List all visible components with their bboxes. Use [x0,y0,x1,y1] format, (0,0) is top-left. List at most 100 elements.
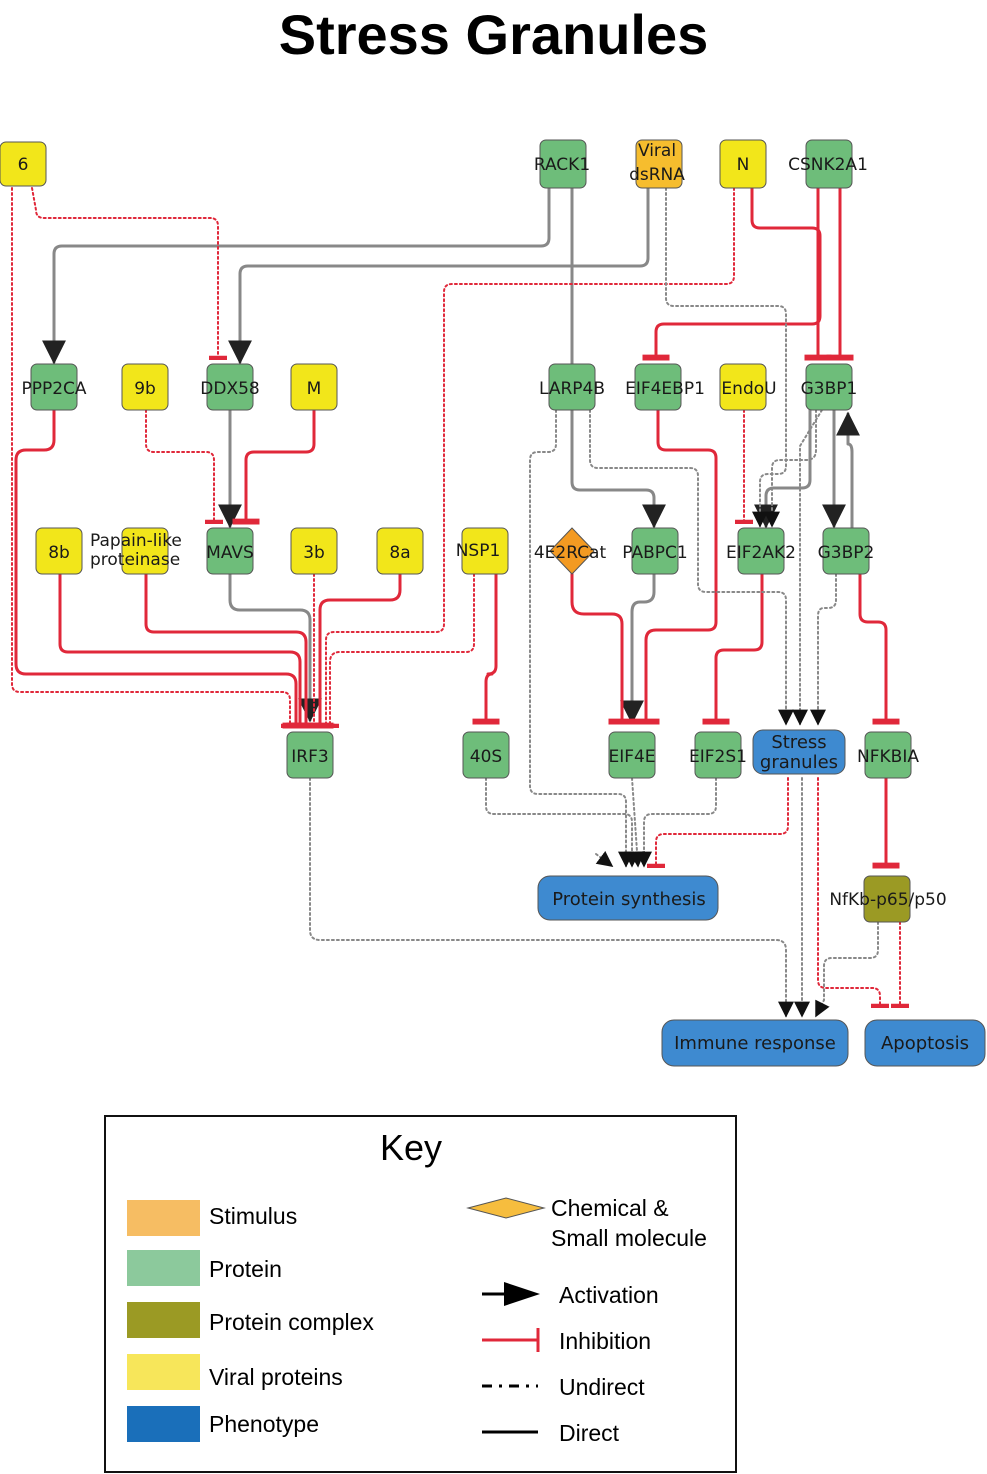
edge-g3bp1-eif2ak2 [754,408,812,529]
label-eif4e: EIF4E [608,747,655,767]
legend-label-chemical-1: Chemical & [551,1195,669,1221]
label-ppp2ca: PPP2CA [21,379,86,399]
edge-dsrna-eif2ak2 [665,187,787,528]
node-irf3[interactable] [286,731,334,779]
edge-n-eif4ebp1 [656,186,822,358]
node-apoptosis[interactable] [864,1019,986,1067]
node-nfkb-complex[interactable] [863,875,911,923]
label-viral-dsrna-1: Viral [638,141,676,161]
node-papain-like-proteinase[interactable] [121,527,169,575]
node-stress-granules[interactable] [752,729,846,775]
edge-larp4b-sg [589,409,794,726]
edge-ppp2ca-irf3 [14,408,296,726]
node-8b[interactable] [35,527,83,575]
label-csnk2a1: CSNK2A1 [788,155,868,175]
edge-dsrna-ddx58 [228,186,650,365]
nodes: 6 RACK1 Viral dsRNA N CSNK2A1 PPP2CA 9b … [0,139,986,1067]
edge-6-irf3 [11,187,290,726]
label-apoptosis: Apoptosis [881,1033,969,1054]
node-protein-synthesis[interactable] [537,875,719,921]
label-irf3: IRF3 [291,747,328,767]
legend-swatch-phenotype [127,1406,200,1442]
node-viral-dsrna[interactable] [635,139,683,189]
edge-mavs-irf3 [228,572,322,723]
label-eif2ak2: EIF2AK2 [726,543,796,563]
label-protein-synthesis: Protein synthesis [552,889,706,910]
edge-m-mavs [246,408,316,522]
label-3b: 3b [303,543,325,563]
node-9b[interactable] [121,363,169,411]
legend-label-undirect: Undirect [559,1374,645,1400]
edge-nsp1-irf3 [330,573,475,726]
label-sg-2: granules [760,752,838,773]
node-eif4ebp1[interactable] [634,363,682,411]
node-8a[interactable] [376,527,424,575]
page-title: Stress Granules [278,3,709,66]
label-endou: EndoU [721,379,776,399]
label-4e2rcat: 4E2RCat [534,543,607,563]
label-9b: 9b [134,379,156,399]
edge-g3bp2-sg [810,573,837,726]
node-ddx58[interactable] [206,363,254,411]
legend-swatch-viral [127,1354,200,1390]
node-m[interactable] [290,363,338,411]
node-nsp1[interactable] [461,527,509,575]
node-g3bp1[interactable] [805,363,853,411]
node-mavs[interactable] [206,527,254,575]
node-pabpc1[interactable] [631,527,679,575]
label-nsp1: NSP1 [456,541,501,561]
label-nfkb: NfKb-p65/p50 [829,890,946,910]
legend-box [104,1115,737,1473]
legend-label-inhibition: Inhibition [559,1328,651,1354]
node-3b[interactable] [290,527,338,575]
label-larp4b: LARP4B [539,379,605,399]
label-n: N [737,155,750,175]
edge-papain-irf3 [144,572,306,726]
node-eif2ak2[interactable] [737,527,785,575]
node-n[interactable] [719,139,767,189]
edge-eif4e-protein-synthesis [629,777,646,868]
node-eif2s1[interactable] [694,731,742,779]
label-eif4ebp1: EIF4EBP1 [625,379,705,399]
node-larp4b[interactable] [548,363,596,411]
label-6: 6 [18,155,29,175]
node-nfkbia[interactable] [864,731,912,779]
legend-label-phenotype: Phenotype [209,1411,319,1437]
edge-sg-apoptosis [817,777,880,1006]
node-immune-response[interactable] [661,1019,849,1067]
label-8b: 8b [48,543,70,563]
edge-9b-mavs [145,409,214,522]
edge-pabpc1-eif4e [620,572,656,725]
legend-swatch-complex [127,1302,200,1338]
legend-label-protein: Protein [209,1256,282,1282]
node-40s[interactable] [462,731,510,779]
edge-eif2ak2-eif2s1 [716,572,764,722]
node-ppp2ca[interactable] [30,363,78,411]
node-endou[interactable] [719,363,767,411]
legend: Key Stimulus Protein Protein complex Vir… [104,1115,737,1473]
node-g3bp2[interactable] [822,527,870,575]
edge-eif2s1-protein-synthesis [636,777,717,868]
edge-unknown-protein-synthesis [595,850,614,867]
label-rack1: RACK1 [534,155,590,175]
legend-label-direct: Direct [559,1420,620,1446]
legend-swatch-protein [127,1250,200,1286]
node-4e2rcat[interactable] [549,527,595,575]
edge-eif4ebp1-eif4e [646,408,718,722]
edge-g3bp2-nfkbia [858,572,886,722]
node-csnk2a1[interactable] [805,139,853,189]
label-papain-2: proteinase [90,550,180,570]
legend-label-stimulus: Stimulus [209,1203,297,1229]
label-40s: 40S [470,747,502,767]
node-6[interactable] [0,141,47,187]
edge-sg-protein-synthesis [656,777,789,866]
legend-title: Key [380,1127,442,1168]
node-rack1[interactable] [539,139,587,189]
label-8a: 8a [389,543,410,563]
node-eif4e[interactable] [608,731,656,779]
label-nfkbia: NFKBIA [857,747,919,767]
legend-swatch-chemical [466,1197,546,1219]
edge-larp4b-pabpc1 [570,408,666,529]
edge-g3bp1-eif2ak2-dot [764,409,817,528]
edge-n-irf3 [326,187,735,726]
